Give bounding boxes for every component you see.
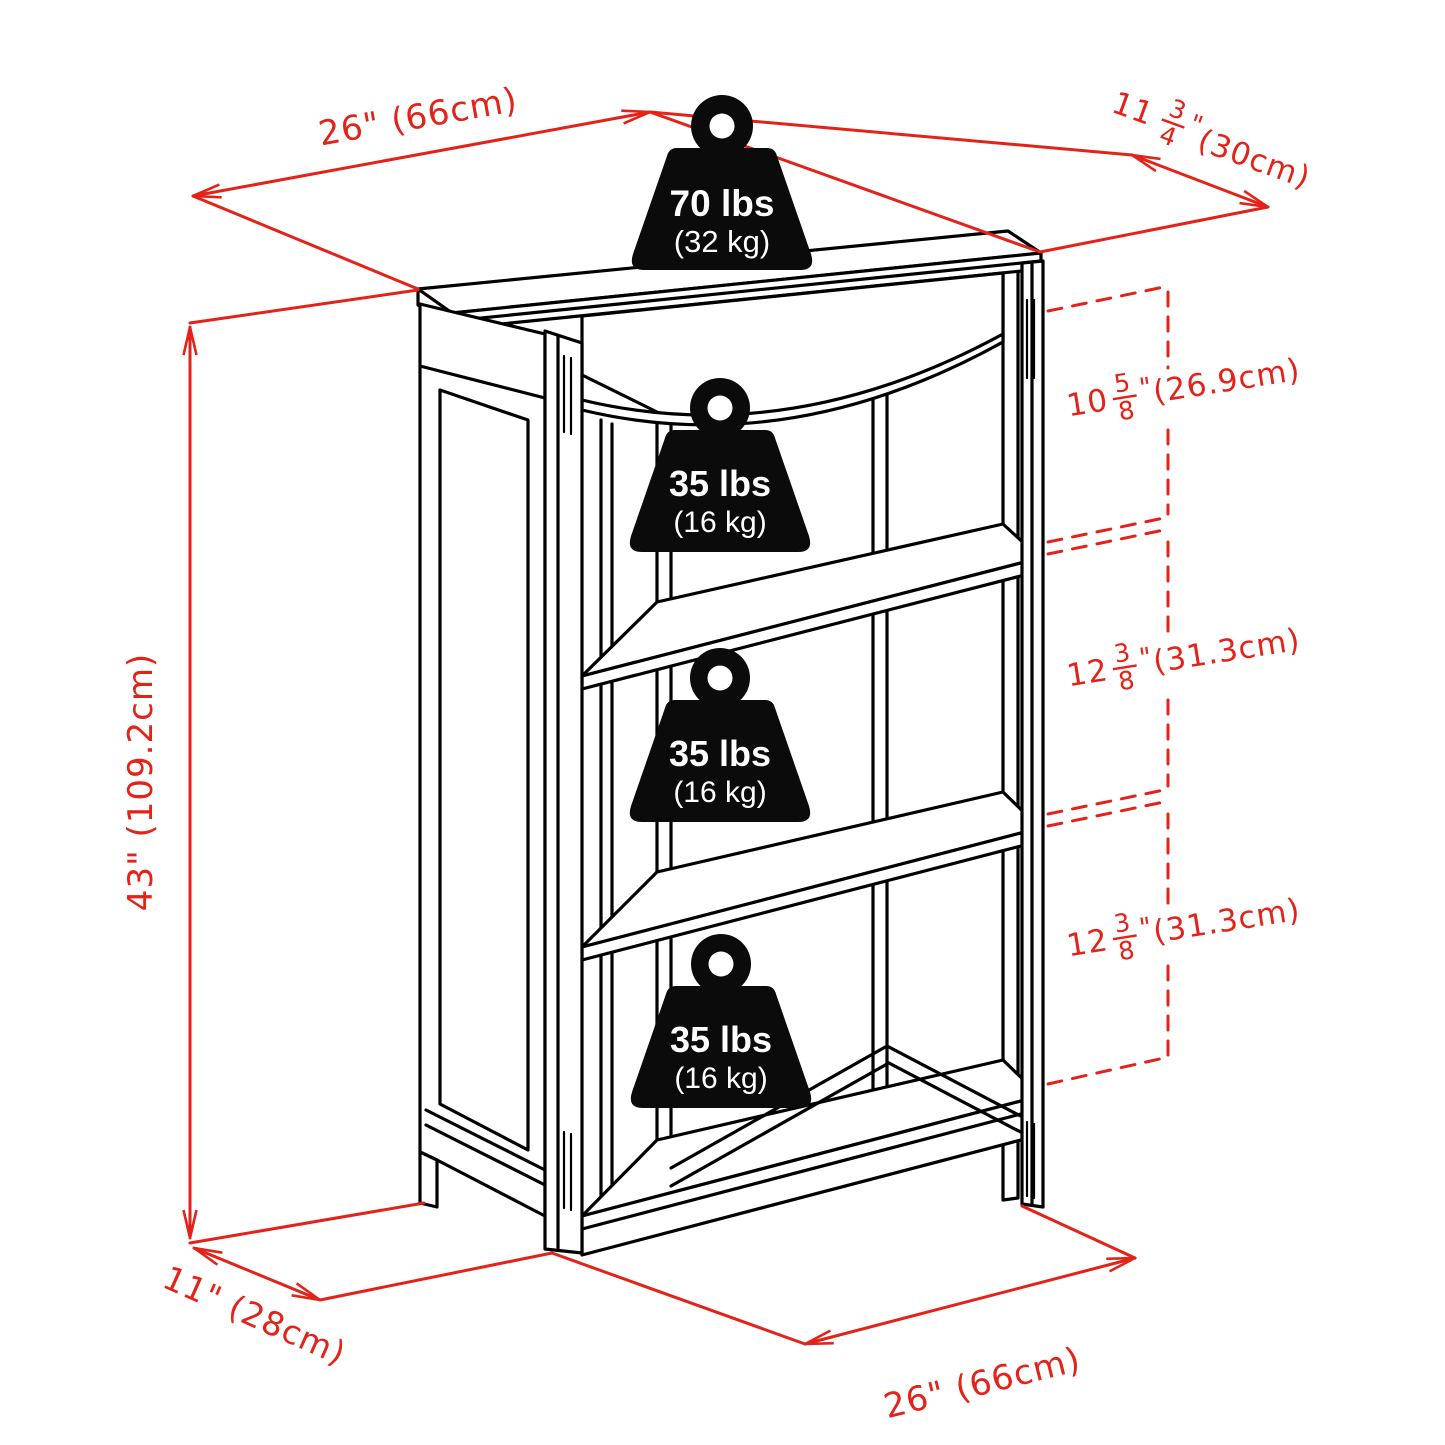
shelf2-capacity-kg: (16 kg) [673,776,766,809]
weight-icon-shelf-2: 35 lbs (16 kg) [629,648,811,822]
shelf-boards [580,522,1042,1257]
bottom-rails [669,1044,1034,1188]
top-depth-denominator: 4 [1156,120,1182,153]
shelf1-capacity-lbs: 35 lbs [669,463,771,504]
spacing3-denominator: 8 [1116,935,1137,966]
spacing2-denominator: 8 [1116,665,1137,696]
shelf3-capacity-kg: (16 kg) [674,1062,767,1095]
spacing3-inch-mark: " [1137,912,1155,944]
spacing1-numerator: 5 [1112,367,1133,398]
dimension-height [182,288,426,1245]
top-width-label: 26" (66cm) [315,80,520,154]
spacing3-numerator: 3 [1112,907,1133,938]
spacing1-whole: 10 [1064,382,1111,424]
bottom-depth-label: 11" (28cm) [157,1258,352,1373]
spacing1-denominator: 8 [1116,395,1137,426]
spacing1-inch-mark: " [1137,372,1155,404]
weight-icon-top: 70 lbs (32 kg) [631,95,813,270]
spacing3-whole: 12 [1064,922,1111,964]
height-label: 43" (109.2cm) [121,653,161,911]
shelf-spacing-label-2: 12 3 8 " (31.3cm) [1064,622,1303,697]
left-side-panel [418,302,659,1218]
top-depth-whole: 11 [1107,85,1158,133]
shelf1-capacity-kg: (16 kg) [673,506,766,539]
dimension-top-depth [1038,153,1270,254]
spacing2-numerator: 3 [1112,637,1133,668]
dimension-bottom-width [550,1204,1137,1346]
shelf-spacing-label-3: 12 3 8 " (31.3cm) [1064,892,1303,967]
weight-icon-shelf-3: 35 lbs (16 kg) [630,934,812,1108]
top-capacity-lbs: 70 lbs [670,183,775,224]
shelf-spacing-guides [1046,285,1170,1086]
rear-left-foot [418,1150,439,1209]
arched-apron [580,271,1005,427]
spacing3-metric: (31.3cm) [1151,892,1303,951]
top-depth-label: 11 3 4 " (30cm) [1107,85,1315,196]
shelf3-capacity-lbs: 35 lbs [670,1019,772,1060]
spacing2-inch-mark: " [1137,642,1155,674]
bookshelf-drawing [416,229,1045,1257]
weight-badges: 70 lbs (32 kg) 35 lbs (16 kg) 35 lbs (16… [629,95,813,1108]
front-left-leg [543,329,584,1255]
spacing1-metric: (26.9cm) [1151,352,1303,411]
dimension-bottom-depth [192,1246,554,1302]
spacing2-metric: (31.3cm) [1151,622,1303,681]
top-capacity-kg: (32 kg) [674,224,770,259]
spacing2-whole: 12 [1064,652,1111,694]
shelf2-capacity-lbs: 35 lbs [669,733,771,774]
bottom-width-label: 26" (66cm) [880,1340,1085,1428]
shelf-spacing-label-1: 10 5 8 " (26.9cm) [1064,352,1303,427]
front-right-leg [1020,259,1045,1209]
weight-icon-shelf-1: 35 lbs (16 kg) [629,378,811,552]
